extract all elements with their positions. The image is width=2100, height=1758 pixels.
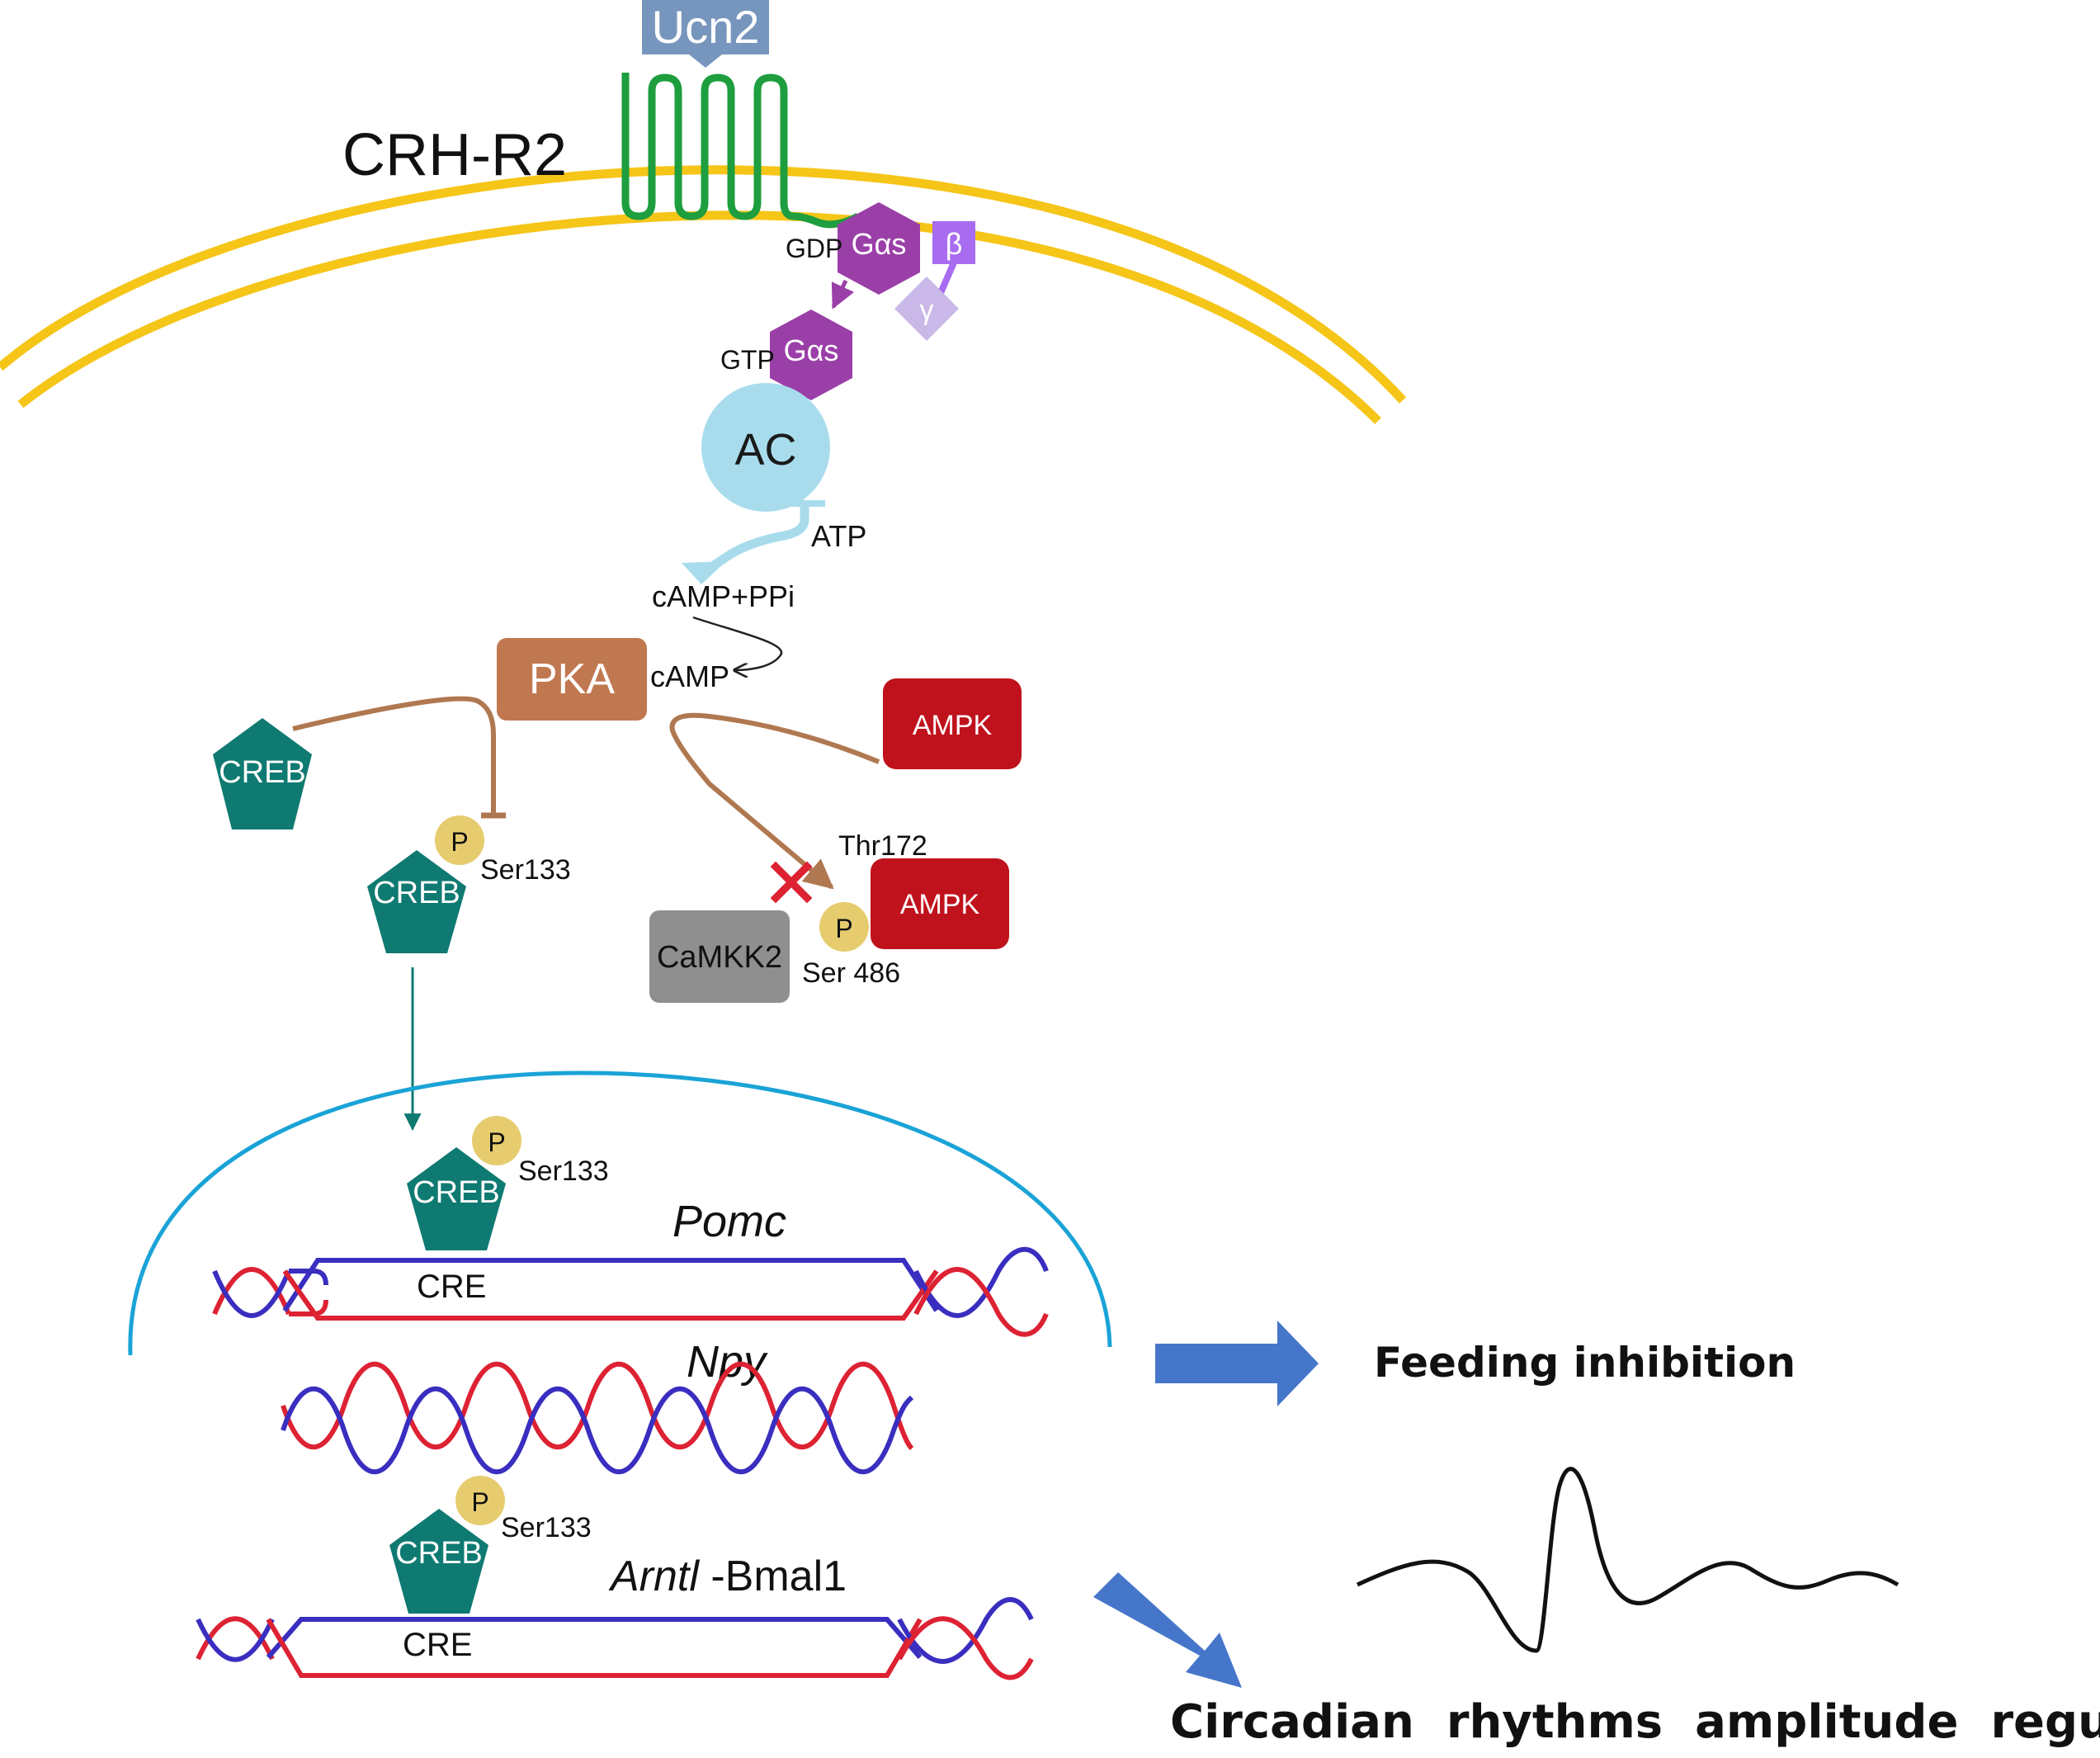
camp-to-pka-arrow	[692, 616, 783, 670]
ucn2-ligand: Ucn2	[642, 0, 769, 68]
circadian-outcome-arrow	[1093, 1572, 1242, 1688]
gtp-label: GTP	[720, 345, 775, 375]
ampk-lower-label: AMPK	[900, 889, 980, 920]
ser133-label: Ser133	[501, 1512, 592, 1543]
beta-gamma-link	[937, 261, 957, 295]
g-beta-subunit: β	[932, 221, 975, 264]
circadian-regulation-label: Circadian rhythms amplitude regulation	[1170, 1695, 2100, 1749]
ucn2-label: Ucn2	[652, 1, 760, 53]
creb-pomc: CREB P Ser133	[407, 1116, 609, 1250]
phospho-group	[819, 902, 869, 952]
pka-phosphorylates-ampk-arrow	[669, 712, 880, 890]
ampk-unphosphorylated: AMPK	[883, 678, 1022, 769]
nuclear-envelope	[128, 1070, 1112, 1356]
phospho-group	[435, 815, 484, 865]
inhibition-cross	[770, 861, 813, 904]
pka-phosphorylates-creb-arrow	[292, 696, 496, 813]
pomc-dna	[212, 1246, 1049, 1337]
cre-arntl-label: CRE	[403, 1627, 472, 1663]
camkk2: CaMKK2	[649, 910, 790, 1003]
creb-unphosphorylated: CREB	[213, 718, 312, 829]
ampk-upper-label: AMPK	[913, 710, 993, 741]
creb-phosphorylated-cytoplasm: CREB P Ser133	[367, 815, 571, 953]
beta-label: β	[946, 227, 963, 261]
ser486-label: Ser 486	[802, 957, 900, 989]
crh-r2-receptor: CRH-R2	[342, 73, 861, 229]
creb-upper-label: CREB	[219, 755, 306, 790]
phospho-label: P	[451, 827, 468, 857]
gdp-label: GDP	[786, 234, 842, 263]
phospho-label: P	[471, 1487, 488, 1517]
adenylyl-cyclase: AC	[701, 383, 830, 512]
arntl-gene-label: Arntl	[608, 1552, 700, 1600]
npy-dna-strand-blue	[281, 1386, 914, 1475]
ser133-label: Ser133	[518, 1155, 609, 1187]
crh-r2-label: CRH-R2	[342, 122, 567, 188]
phospho-label: P	[835, 914, 852, 943]
phospho-label: P	[488, 1127, 505, 1157]
gas-gtp-label: Gαs	[784, 333, 839, 367]
arntl-dna	[196, 1597, 1034, 1680]
g-protein-gtp: Gαs GTP	[720, 310, 852, 400]
feeding-inhibition-label: Feeding inhibition	[1374, 1339, 1796, 1387]
gamma-label: γ	[920, 295, 934, 326]
circadian-rhythm-wave	[1356, 1467, 1899, 1653]
g-gamma-subunit: γ	[894, 276, 959, 341]
atp-to-camp-arrowhead	[682, 561, 726, 584]
atp-label: ATP	[811, 519, 866, 553]
phospho-group	[472, 1116, 521, 1165]
creb-arntl-label: CREB	[395, 1536, 483, 1571]
pka-label: PKA	[529, 655, 615, 703]
feeding-outcome-arrow	[1155, 1321, 1319, 1406]
pka: PKA	[497, 638, 647, 721]
ser133-label: Ser133	[480, 854, 571, 886]
bmal1-label: -Bmal1	[699, 1552, 847, 1600]
ac-label: AC	[734, 425, 796, 475]
creb-cyto-label: CREB	[373, 876, 460, 910]
cre-pomc-label: CRE	[417, 1269, 486, 1305]
arntl-bmal1-label: Arntl -Bmal1	[608, 1552, 847, 1600]
npy-dna-strand-red	[281, 1361, 914, 1451]
phospho-group	[455, 1476, 505, 1525]
g-protein-gdp: Gαs GDP	[786, 202, 920, 295]
creb-pomc-label: CREB	[413, 1175, 500, 1210]
camp-label: cAMP	[650, 659, 729, 693]
camp-ppi-label: cAMP+PPi	[652, 579, 795, 613]
creb-arntl: CREB P Ser133	[389, 1476, 592, 1614]
ampk-phosphorylated: AMPK P Ser 486	[802, 858, 1009, 989]
pomc-gene-label: Pomc	[672, 1197, 786, 1246]
camkk2-label: CaMKK2	[657, 940, 782, 975]
npy-gene-label: Npy	[687, 1337, 768, 1387]
gdp-gtp-exchange-arrow	[831, 279, 855, 310]
gas-gdp-label: Gαs	[852, 227, 907, 261]
thr172-label: Thr172	[838, 830, 927, 862]
